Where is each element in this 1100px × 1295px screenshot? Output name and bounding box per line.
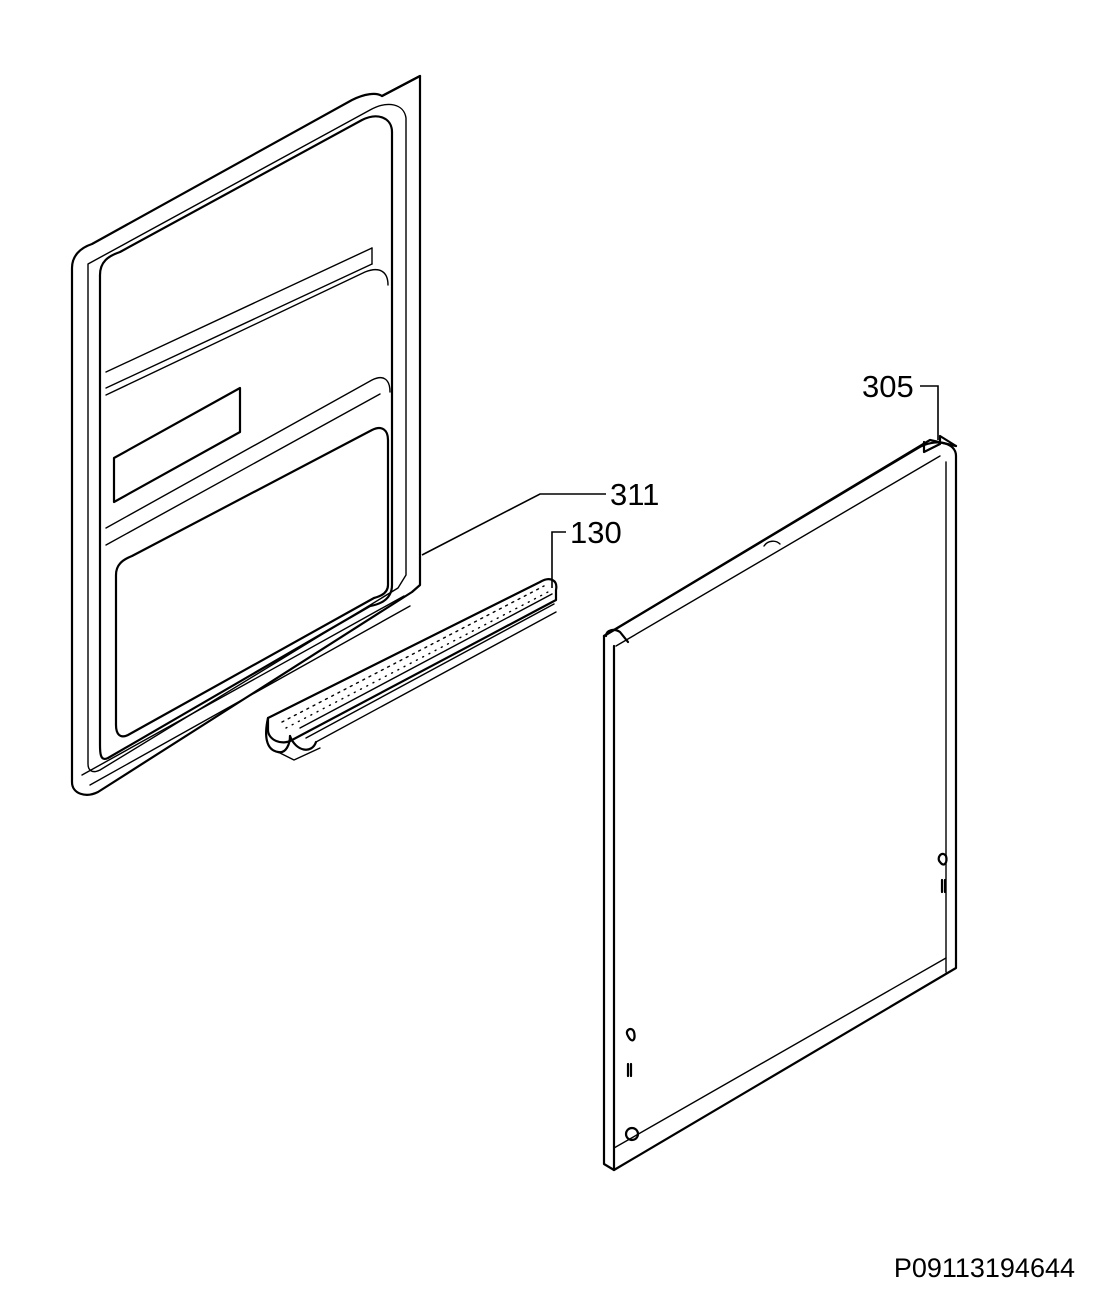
leader-305 — [920, 385, 939, 440]
callout-311: 311 — [610, 477, 659, 512]
inner-door-part — [70, 74, 422, 796]
leader-lines — [421, 385, 939, 588]
leader-130 — [551, 531, 566, 588]
outer-door-panel-part — [602, 434, 958, 1172]
door-seal-part — [265, 578, 558, 761]
callout-130: 130 — [570, 515, 622, 550]
callout-305: 305 — [862, 369, 914, 404]
leader-311 — [421, 493, 606, 556]
drawing-code: P09113194644 — [894, 1253, 1075, 1283]
